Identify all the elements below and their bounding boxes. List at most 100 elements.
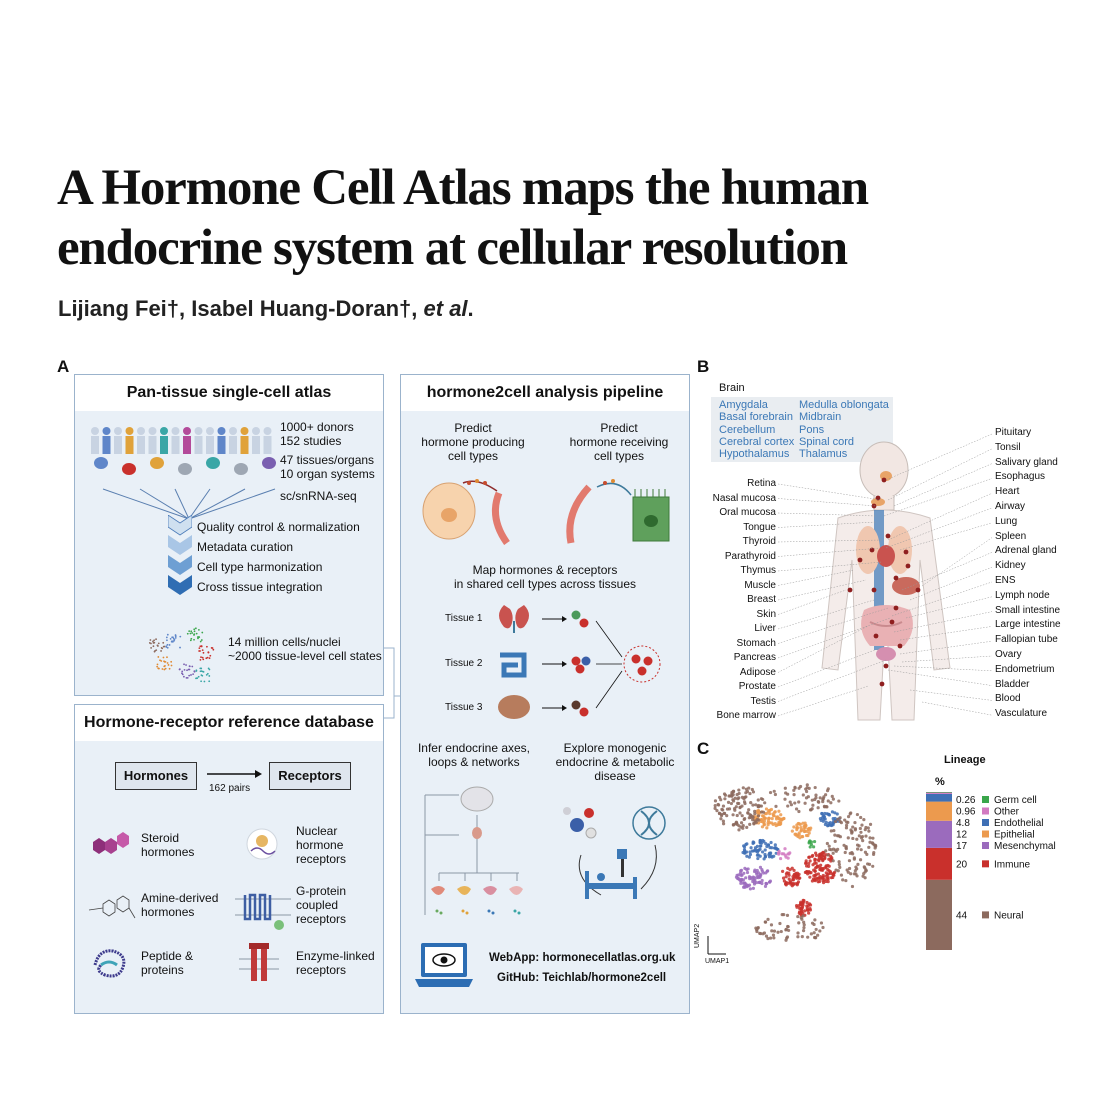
pairs-arrow (207, 770, 262, 778)
umap-point (831, 875, 835, 880)
et-al: et al (423, 296, 468, 321)
umap-point (733, 808, 737, 812)
umap-point (864, 869, 868, 873)
umap-point (734, 805, 738, 809)
umap-point (825, 877, 829, 881)
leader-line (891, 581, 993, 617)
peptide-label-2: proteins (141, 963, 184, 977)
explore-heading-1: Explore monogenic (563, 741, 667, 755)
umap-point (849, 872, 853, 876)
mini-umap-point (191, 632, 194, 634)
umap-point (758, 865, 763, 869)
body-tissue-label: Salivary gland (995, 456, 1058, 468)
umap-point (774, 846, 778, 850)
donor-head (171, 427, 180, 435)
umap-point (731, 813, 735, 817)
tissue-dot (905, 563, 911, 569)
umap-point (776, 930, 780, 934)
umap-point (726, 800, 731, 804)
body-tissue-label: Heart (995, 486, 1020, 498)
leader-line (777, 547, 881, 557)
lineage-value-label: 12 (956, 830, 968, 841)
github-link[interactable]: GitHub: Teichlab/hormone2cell (497, 972, 667, 984)
body-tissue-label: Skin (756, 608, 776, 620)
webapp-laptop-icon[interactable] (415, 941, 475, 993)
legend-swatch (982, 807, 989, 815)
umap-point (837, 834, 841, 838)
mini-umap-point (207, 651, 210, 654)
body-tissue-label: Ovary (995, 649, 1022, 660)
mini-umap-point (193, 638, 195, 641)
umap-point (751, 815, 755, 819)
umap-point (753, 868, 757, 872)
umap-point (779, 929, 783, 934)
body-tissue-label: Breast (747, 594, 776, 605)
explore-heading-3: disease (594, 769, 636, 783)
leader-line (887, 669, 993, 686)
body-tissue-label: Oral mucosa (719, 507, 776, 518)
donor-body (183, 436, 191, 454)
umap-point (832, 828, 836, 833)
body-tissue-label: Stomach (736, 637, 776, 649)
umap-point (821, 799, 825, 804)
umap-point (819, 921, 824, 925)
umap-point (755, 844, 759, 848)
umap-point (798, 836, 802, 840)
umap-point (762, 819, 766, 823)
mini-umap-point (165, 636, 168, 639)
brain-region: Hypothalamus (719, 448, 790, 461)
producing-cell-illustration (422, 479, 510, 545)
umap-point (723, 797, 727, 801)
umap-point (736, 797, 740, 801)
lineage-title: Lineage (944, 754, 986, 766)
umap-point (763, 848, 767, 852)
donor-body (240, 436, 249, 454)
lineage-bar-segment (926, 792, 952, 793)
umap-point (748, 887, 753, 891)
map-heading-2: in shared cell types across tissues (453, 577, 637, 591)
umap-point (843, 818, 847, 822)
umap-point (814, 927, 818, 932)
umap-point (731, 789, 736, 794)
umap-point (838, 865, 842, 869)
tissue-dot (847, 587, 853, 593)
mini-umap-point (186, 669, 188, 672)
umap-point (848, 812, 852, 816)
infer-heading-1: Infer endocrine axes, (417, 741, 531, 755)
mini-umap-point (200, 680, 203, 683)
umap-point (784, 872, 789, 876)
umap-point (863, 876, 867, 880)
donor-head (194, 427, 203, 435)
umap-point (766, 917, 770, 921)
umap-point (855, 847, 860, 851)
mini-umap-point (198, 636, 200, 638)
umap-point (797, 809, 801, 814)
umap-point (816, 800, 820, 804)
umap-point (802, 827, 806, 831)
umap-point (866, 826, 870, 830)
leader-line (777, 579, 867, 601)
endocrine-axes-illustration (424, 786, 523, 915)
atlas-stats-2: 47 tissues/organs 10 organ systems (280, 453, 375, 481)
mini-umap-point (197, 637, 199, 640)
webapp-link[interactable]: WebApp: hormonecellatlas.org.uk (489, 952, 676, 964)
umap-point (775, 815, 779, 819)
mini-umap-point (185, 676, 188, 679)
brain-region: Basal forebrain (719, 411, 793, 424)
umap-point (808, 839, 812, 843)
enzyme-linked-icon (239, 943, 279, 981)
umap-point (816, 858, 821, 862)
umap-point (796, 914, 800, 919)
predict-receiving-1: Predict (600, 421, 638, 435)
umap-point (784, 880, 788, 885)
umap-point (833, 839, 837, 843)
body-tissue-label: Tongue (743, 521, 776, 533)
lineage-value-label: 0.26 (956, 795, 976, 806)
organ-icon (234, 463, 248, 475)
umap-point (779, 822, 783, 826)
umap-point (742, 800, 747, 804)
funnel-lines (102, 488, 276, 520)
donor-head (217, 427, 226, 435)
legend-label: Germ cell (994, 795, 1037, 806)
